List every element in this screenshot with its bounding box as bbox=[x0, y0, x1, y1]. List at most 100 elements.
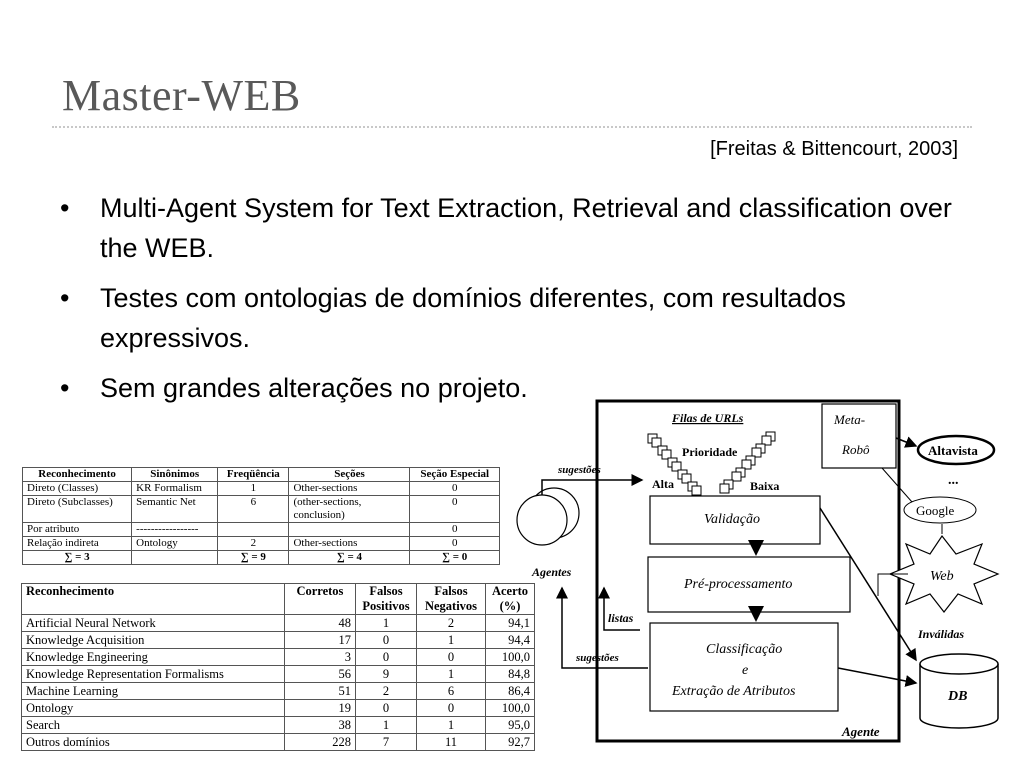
classification-label: Classificação bbox=[706, 642, 782, 657]
table-cell: 1 bbox=[217, 481, 290, 496]
table-cell: ∑ = 4 bbox=[288, 550, 411, 565]
table-cell: 1 bbox=[355, 614, 417, 632]
table-cell: Ontology bbox=[21, 699, 285, 717]
bullet-item: • Sem grandes alterações no projeto. bbox=[58, 368, 978, 408]
bullet-item: •Multi-Agent System for Text Extraction,… bbox=[58, 188, 978, 268]
table-cell: 0 bbox=[409, 522, 500, 537]
table-row: Por atributo ----------------- 0 bbox=[21, 522, 500, 537]
citation: [Freitas & Bittencourt, 2003] bbox=[710, 138, 958, 160]
table-cell: 51 bbox=[283, 682, 357, 700]
table-cell: 0 bbox=[409, 536, 500, 551]
invalid-label: Inválidas bbox=[917, 627, 964, 641]
table-cell: 84,8 bbox=[485, 665, 535, 683]
table-cell: 11 bbox=[416, 733, 486, 751]
bullet-text: Multi-Agent System for Text Extraction, … bbox=[100, 193, 952, 263]
column-header: Freqüência bbox=[217, 467, 290, 482]
meta-robo-label: Meta- bbox=[833, 412, 865, 427]
table-cell: 100,0 bbox=[485, 699, 535, 717]
table-row: Direto (Subclasses) Semantic Net 6 (othe… bbox=[21, 495, 500, 523]
table-cell bbox=[131, 550, 219, 565]
lists-label: listas bbox=[608, 611, 634, 625]
column-header: Falsos Positivos bbox=[355, 583, 417, 615]
column-header: Falsos Negativos bbox=[416, 583, 486, 615]
meta-robo-label: Robô bbox=[841, 442, 870, 457]
table-cell: 0 bbox=[355, 699, 417, 717]
bullet-text: Sem grandes alterações no projeto. bbox=[100, 373, 528, 403]
url-queues-title: Filas de URLs bbox=[671, 411, 744, 425]
recognition-table: Reconhecimento Sinônimos Freqüência Seçõ… bbox=[21, 467, 500, 565]
table-cell: 1 bbox=[416, 665, 486, 683]
altavista-node bbox=[916, 434, 996, 466]
table-row: Direto (Classes) KR Formalism 1 Other-se… bbox=[21, 481, 500, 496]
table-cell: Outros domínios bbox=[21, 733, 285, 751]
table-cell: 1 bbox=[355, 716, 417, 734]
google-label: Google bbox=[916, 503, 955, 518]
meta-robo-box bbox=[821, 403, 897, 469]
table-cell bbox=[288, 522, 411, 537]
more-engines-label: ... bbox=[948, 473, 959, 488]
table-cell: KR Formalism bbox=[131, 481, 219, 496]
table-cell: ∑ = 3 bbox=[21, 550, 133, 565]
google-node bbox=[903, 496, 977, 524]
table-cell: (other-sections, conclusion) bbox=[288, 495, 411, 523]
db-label: DB bbox=[947, 689, 967, 704]
table-cell: Other-sections bbox=[288, 481, 411, 496]
column-header: Sinônimos bbox=[131, 467, 219, 482]
high-label: Alta bbox=[652, 477, 674, 491]
table-cell: 1 bbox=[416, 631, 486, 649]
table-cell: 0 bbox=[355, 648, 417, 666]
table-cell: 3 bbox=[283, 648, 357, 666]
priority-label: Prioridade bbox=[682, 445, 738, 459]
table-cell: Por atributo bbox=[21, 522, 133, 537]
table-cell: 1 bbox=[416, 716, 486, 734]
table-cell: Other-sections bbox=[288, 536, 411, 551]
validation-box bbox=[649, 495, 821, 545]
table-cell: Artificial Neural Network bbox=[21, 614, 285, 632]
table-cell: 6 bbox=[416, 682, 486, 700]
table-cell: 0 bbox=[409, 495, 500, 523]
preprocessing-box bbox=[647, 556, 851, 613]
column-header: Reconhecimento bbox=[21, 467, 133, 482]
web-burst-icon bbox=[888, 534, 1000, 613]
table-cell: ∑ = 0 bbox=[409, 550, 500, 565]
column-header: Acerto (%) bbox=[485, 583, 535, 615]
table-cell bbox=[217, 522, 290, 537]
suggestions-label: sugestões bbox=[557, 464, 601, 476]
slide-title: Master-WEB bbox=[62, 71, 301, 120]
table-cell: 9 bbox=[355, 665, 417, 683]
table-cell: Direto (Classes) bbox=[21, 481, 133, 496]
validation-label: Validação bbox=[704, 512, 760, 527]
agents-label: Agentes bbox=[531, 565, 572, 579]
database-icon bbox=[919, 653, 999, 729]
low-label: Baixa bbox=[750, 479, 779, 493]
table-cell: 0 bbox=[409, 481, 500, 496]
queue-blocks-icon bbox=[647, 431, 776, 496]
table-cell: 17 bbox=[283, 631, 357, 649]
table-cell: 56 bbox=[283, 665, 357, 683]
table-cell: Knowledge Representation Formalisms bbox=[21, 665, 285, 683]
table-cell: 228 bbox=[283, 733, 357, 751]
table-cell: 2 bbox=[217, 536, 290, 551]
table-cell: Knowledge Acquisition bbox=[21, 631, 285, 649]
table-cell: Knowledge Engineering bbox=[21, 648, 285, 666]
architecture-diagram: Meta- Robô Filas de URLs Prioridade Alta… bbox=[516, 399, 1000, 743]
table-cell: Machine Learning bbox=[21, 682, 285, 700]
bullet-icon: • bbox=[60, 373, 70, 403]
table-cell: 6 bbox=[217, 495, 290, 523]
table-cell: 19 bbox=[283, 699, 357, 717]
table-cell: 2 bbox=[416, 614, 486, 632]
table-cell: 0 bbox=[416, 648, 486, 666]
classification-label: e bbox=[742, 663, 748, 678]
table-cell: 95,0 bbox=[485, 716, 535, 734]
classification-box bbox=[649, 622, 839, 712]
classification-label: Extração de Atributos bbox=[671, 684, 796, 699]
table-cell: 0 bbox=[355, 631, 417, 649]
table-cell: Direto (Subclasses) bbox=[21, 495, 133, 523]
column-header: Seção Especial bbox=[409, 467, 500, 482]
agent-label: Agente bbox=[841, 724, 880, 739]
